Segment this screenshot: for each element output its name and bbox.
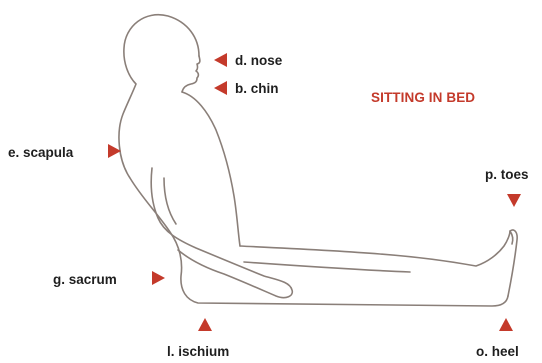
ischium-pointer-arrow bbox=[198, 318, 212, 331]
label-heel: o. heel bbox=[476, 345, 519, 359]
diagram-title: SITTING IN BED bbox=[371, 91, 475, 105]
label-toes: p. toes bbox=[485, 168, 529, 182]
sacrum-pointer-arrow bbox=[152, 271, 165, 285]
arm-outline bbox=[151, 168, 292, 298]
chin-pointer-arrow bbox=[214, 81, 227, 95]
legs-top-outline bbox=[240, 230, 517, 296]
toe-detail-outline bbox=[510, 231, 513, 244]
nose-pointer-arrow bbox=[214, 53, 227, 67]
label-scapula: e. scapula bbox=[8, 146, 73, 160]
toes-pointer-arrow bbox=[507, 194, 521, 207]
label-ischium: l. ischium bbox=[167, 345, 229, 359]
label-chin: b. chin bbox=[235, 82, 279, 96]
torso-front-outline bbox=[182, 92, 240, 246]
scapula-pointer-arrow bbox=[108, 144, 121, 158]
heel-pointer-arrow bbox=[499, 318, 513, 331]
label-sacrum: g. sacrum bbox=[53, 273, 117, 287]
inner-arm-outline bbox=[164, 178, 176, 224]
thigh-crease-outline bbox=[244, 262, 410, 272]
face-profile-outline bbox=[182, 56, 200, 92]
label-nose: d. nose bbox=[235, 54, 282, 68]
